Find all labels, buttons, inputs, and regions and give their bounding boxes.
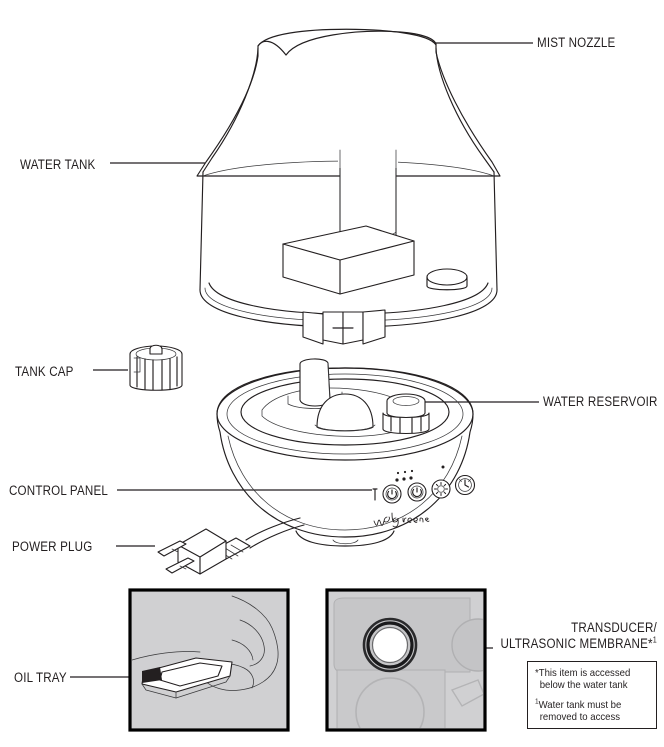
base-unit-assembly <box>157 358 476 575</box>
footnote-spacer <box>535 693 649 700</box>
footnote-2-marker: 1 <box>535 698 539 706</box>
transducer-inset <box>325 588 487 732</box>
callout-tank-cap: TANK CAP <box>15 364 74 379</box>
tube-mask <box>338 86 398 168</box>
finger-1 <box>239 619 265 667</box>
mist-level-button[interactable] <box>382 484 402 504</box>
hand-outline <box>203 595 279 691</box>
oil-tray-lip <box>175 675 231 699</box>
callout-transducer-line1: TRANSDUCER/ <box>571 620 657 635</box>
footnote-2-line-2: removed to access <box>539 712 621 724</box>
water-tank-assembly <box>196 28 501 345</box>
transducer-ring-mid <box>366 621 414 669</box>
base-bowl-outline <box>216 367 474 538</box>
base-foot-notch <box>332 539 359 545</box>
callout-transducer-line2: ULTRASONIC MEMBRANE*1 <box>500 634 657 652</box>
footnote-1-marker: * <box>535 668 539 679</box>
power-cord-lower <box>249 524 305 549</box>
tank-outlet-spout <box>302 309 386 345</box>
tank-cap-notch <box>133 357 141 373</box>
base-top-rim-mid <box>226 373 464 455</box>
footnote-1-text-a: This item is accessed <box>538 668 631 679</box>
tank-valve-pad-side <box>426 276 468 291</box>
plug-prong-lower <box>165 557 195 574</box>
transducer-ring-outer <box>362 617 418 673</box>
tank-left-wall <box>199 171 204 291</box>
base-top-rim-outer <box>216 367 474 461</box>
timer-button[interactable] <box>454 474 476 496</box>
panel-tick-marker <box>372 488 378 501</box>
walgreens-logo <box>373 512 430 528</box>
tank-cap-body <box>129 353 183 391</box>
callout-transducer-marker: *1 <box>648 634 657 651</box>
tank-cap-part <box>129 344 183 391</box>
callout-transducer: TRANSDUCER/ ULTRASONIC MEMBRANE*1 <box>501 620 657 652</box>
tank-valve-pad-top <box>426 268 468 286</box>
callout-water-reservoir: WATER RESERVOIR <box>543 394 658 409</box>
power-cord-assembly <box>157 517 305 575</box>
tank-base-boss <box>282 225 415 295</box>
night-light-button[interactable] <box>431 479 451 499</box>
callout-transducer-superscript: 1 <box>652 634 657 645</box>
callout-control-panel: CONTROL PANEL <box>9 483 109 498</box>
mist-nozzle-outline <box>196 30 501 177</box>
control-panel[interactable] <box>372 465 476 528</box>
power-button[interactable] <box>407 482 427 502</box>
footnote-2-text-a: Water tank must be <box>538 699 622 711</box>
nozzle-left-neck <box>257 28 437 47</box>
reservoir-float-sensor <box>382 393 430 435</box>
well-side-boss <box>451 618 483 672</box>
power-cord <box>245 517 301 541</box>
finger-2 <box>231 639 254 661</box>
indicator-dots <box>395 465 445 482</box>
callout-oil-tray: OIL TRAY <box>14 670 67 685</box>
plug-body <box>177 528 227 575</box>
callout-power-plug: POWER PLUG <box>12 539 93 554</box>
callout-mist-nozzle: MIST NOZZLE <box>537 35 616 50</box>
callout-water-tank: WATER TANK <box>20 157 96 172</box>
prong-hole-upper <box>171 548 179 553</box>
callout-transducer-line2-text: ULTRASONIC MEMBRANE <box>500 635 649 651</box>
oil-tray-dark-tip <box>142 667 162 683</box>
oil-tray-inset <box>128 588 290 732</box>
nozzle-left-shoulder <box>202 47 259 173</box>
plug-prong-upper <box>157 540 187 557</box>
tank-right-wall <box>493 171 498 291</box>
base-bowl-contour <box>227 435 463 531</box>
nozzle-right-shoulder <box>435 47 495 173</box>
base-reservoir-opening <box>240 378 450 446</box>
footnote-1-line-2: below the water tank <box>539 680 628 692</box>
prong-hole-lower <box>179 565 187 570</box>
mist-guide-fin <box>299 358 331 407</box>
oil-tray-edge <box>141 683 177 699</box>
well-tab <box>450 679 483 707</box>
oil-tray-photo-content <box>132 595 279 699</box>
transducer-photo-content <box>333 597 483 728</box>
well-circle <box>355 677 425 728</box>
footnote-1-line-1: *This item is accessed <box>535 668 642 680</box>
plug-body-edge <box>177 540 227 575</box>
tank-cap-knob <box>149 344 163 355</box>
well-panel-lower <box>336 669 446 728</box>
transducer-membrane <box>371 626 409 664</box>
footnote-box: *This item is accessed below the water t… <box>527 661 657 729</box>
footnote-2-line-1: 1Water tank must be <box>535 698 642 712</box>
mist-guide-fin-edge <box>327 362 331 400</box>
reservoir-dome-base <box>314 424 376 432</box>
base-foot <box>295 530 395 547</box>
hand-edge <box>132 651 201 661</box>
